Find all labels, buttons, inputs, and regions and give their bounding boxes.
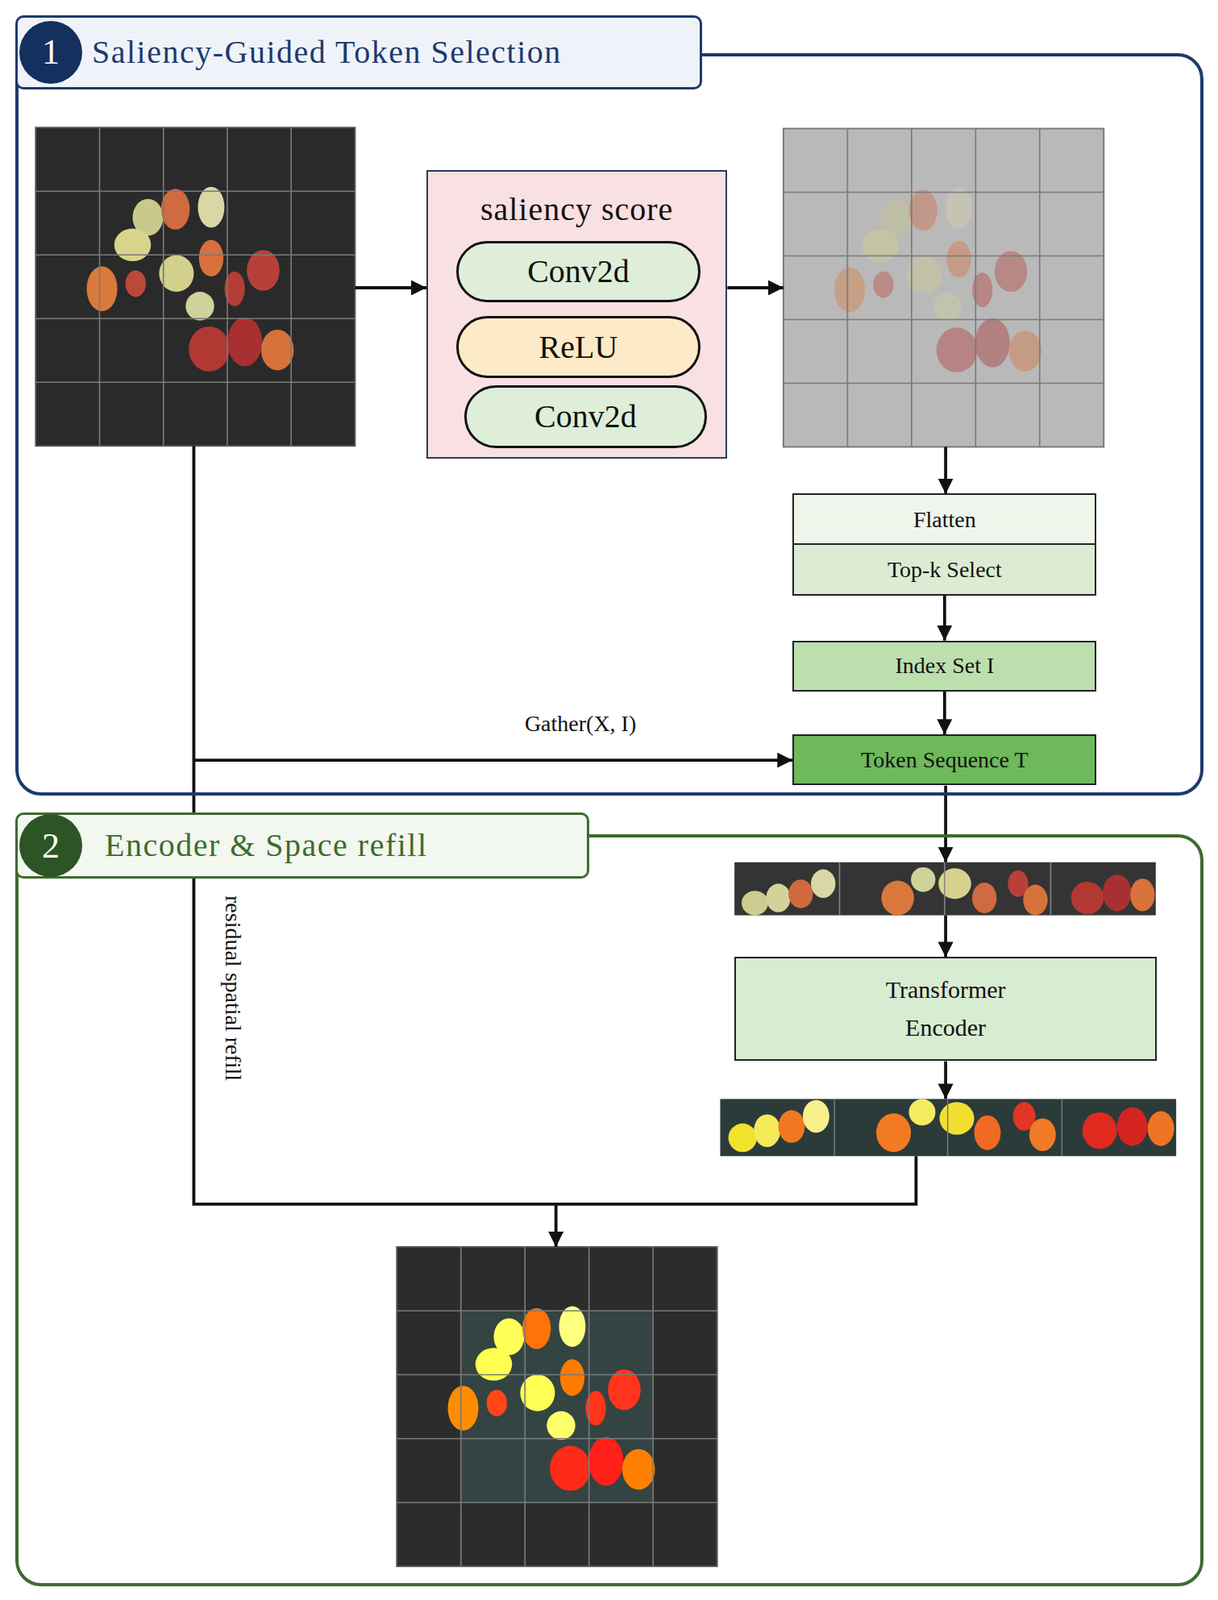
encoded-strip-image-part	[778, 1109, 806, 1144]
encoded-strip-image-part	[728, 1123, 757, 1152]
box-label: Conv2d	[534, 398, 637, 436]
encoded-strip-image-part	[834, 1098, 1062, 1156]
transformer-block: Transformer Encoder	[734, 956, 1157, 1061]
section-title: Saliency-Guided Token Selection	[91, 33, 562, 71]
section-panel: 2Encoder & Space refillTransformer Encod…	[15, 834, 1204, 1587]
refilled-output-image-part	[396, 1247, 717, 1567]
flow-arrows-part	[354, 286, 427, 290]
refilled-output-image-part	[448, 1305, 656, 1491]
input-image-part	[87, 187, 295, 372]
token-strip-image-part	[741, 890, 769, 915]
conv-layer: Conv2d	[456, 241, 702, 303]
refilled-output-image-part-part	[448, 1305, 656, 1491]
token-strip-image-part	[734, 862, 1156, 916]
flow-arrow	[943, 595, 947, 641]
refilled-output-image	[396, 1247, 717, 1567]
token-strip-image	[734, 862, 1156, 916]
flow-arrows-part	[943, 915, 948, 958]
token-strip-image-part	[1071, 881, 1104, 915]
encoded-strip-image-part	[939, 1101, 975, 1135]
input-image-part	[35, 127, 355, 446]
section-title: Encoder & Space refill	[104, 827, 429, 865]
token-sequence-box: Token Sequence T	[792, 734, 1097, 786]
token-strip-image-part	[810, 869, 836, 898]
box-label: saliency score	[480, 191, 674, 229]
token-strip-image-part	[910, 867, 936, 892]
flow-arrow	[943, 691, 947, 735]
token-strip-image-part	[972, 882, 997, 914]
token-strip-image-part	[938, 868, 971, 899]
box-label: Transformer Encoder	[856, 971, 1035, 1047]
token-strip-image-part	[839, 862, 1052, 916]
encoded-strip-image-part	[1029, 1118, 1056, 1152]
encoded-strip-image	[719, 1098, 1177, 1156]
flow-arrows-part	[943, 785, 948, 863]
encoded-strip-image-part	[909, 1098, 936, 1126]
refilled-output-image-part	[396, 1247, 717, 1567]
saliency-map-image-part	[834, 187, 1042, 373]
input-image	[35, 127, 355, 446]
index-set-box: Index Set I	[792, 640, 1097, 692]
operation-label: Gather(X, I)	[524, 710, 637, 737]
saliency-map-image-part-part	[834, 187, 1042, 373]
saliency-map-image-part	[783, 128, 1104, 448]
activation-layer: ReLU	[456, 315, 702, 379]
box-label: Token Sequence T	[860, 747, 1028, 774]
flatten-step: Flatten	[792, 493, 1097, 546]
input-image-part	[35, 127, 355, 446]
token-strip-image-part	[788, 879, 813, 908]
token-strip-image-part	[881, 881, 914, 916]
flow-arrows-part	[554, 1204, 558, 1248]
saliency-module: saliency scoreConv2dReLUConv2d	[426, 170, 728, 459]
conv-layer: Conv2d	[464, 385, 707, 448]
encoded-strip-image-part	[1147, 1111, 1175, 1147]
saliency-map-image-part	[783, 128, 1104, 448]
box-label: Index Set I	[894, 652, 994, 679]
section-header-tab: 2 Encoder & Space refill	[15, 812, 590, 879]
residual-label: residual spatial refill	[220, 895, 246, 1081]
box-label: Flatten	[913, 507, 977, 533]
encoded-strip-image-part	[876, 1113, 911, 1152]
box-label: Conv2d	[527, 253, 630, 291]
section-header-tab: 1Saliency-Guided Token Selection	[15, 15, 703, 90]
topk-step: Top-k Select	[792, 543, 1097, 596]
flow-arrows-part	[193, 758, 793, 762]
encoded-strip-image-part	[719, 1098, 1177, 1156]
box-label: ReLU	[539, 328, 619, 366]
flow-arrows-part	[943, 1061, 948, 1100]
flow-arrows-part	[943, 446, 948, 494]
token-strip-image-part	[1022, 885, 1048, 916]
box-label: Top-k Select	[887, 557, 1002, 583]
encoded-strip-image-part	[1117, 1107, 1148, 1147]
encoded-strip-image-part	[974, 1115, 1002, 1151]
section-number: 2	[19, 814, 83, 878]
token-strip-image-part	[765, 883, 790, 912]
saliency-map-image	[783, 128, 1104, 448]
encoded-strip-image-part	[802, 1100, 830, 1134]
encoded-strip-image-part	[1082, 1112, 1118, 1150]
encoded-strip-image-part	[753, 1114, 781, 1148]
token-strip-image-part	[1130, 878, 1155, 912]
flow-arrows-part	[727, 286, 784, 290]
section-panel: 1Saliency-Guided Token Selectionsaliency…	[15, 53, 1204, 796]
token-strip-image-part	[1102, 874, 1131, 912]
section-number: 1	[19, 20, 83, 84]
